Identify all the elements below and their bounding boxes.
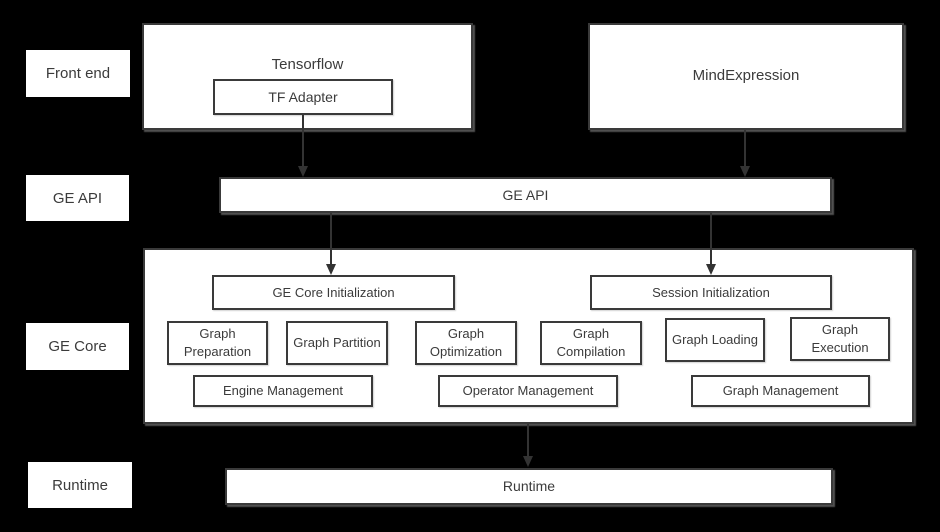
ge-core-box: GE Core Initialization Session Initializ… (143, 248, 914, 424)
graph-compilation-label: Graph Compilation (556, 326, 626, 359)
engine-management-box: Engine Management (193, 375, 373, 407)
graph-partition-box: Graph Partition (286, 321, 388, 365)
operator-management-label: Operator Management (462, 383, 594, 399)
graph-execution-box: Graph Execution (790, 317, 890, 361)
graph-loading-box: Graph Loading (665, 318, 765, 362)
ge-core-initialization-box: GE Core Initialization (212, 275, 455, 310)
graph-compilation-box: Graph Compilation (540, 321, 642, 365)
row-label-ge-api: GE API (26, 175, 129, 221)
runtime-bar: Runtime (225, 468, 833, 505)
row-label-front-end: Front end (26, 50, 130, 97)
arrow-ge-core-to-runtime (522, 424, 533, 467)
mind-expression-box: MindExpression (588, 23, 904, 130)
mind-expression-label: MindExpression (692, 67, 800, 85)
graph-execution-label: Graph Execution (811, 322, 869, 355)
tf-adapter-box: TF Adapter (213, 79, 393, 115)
ge-api-bar-label: GE API (502, 186, 549, 203)
arrow-mind-expression-to-ge-api (739, 130, 750, 177)
ge-api-bar: GE API (219, 177, 832, 213)
row-label-ge-core: GE Core (26, 323, 129, 370)
session-initialization-box: Session Initialization (590, 275, 832, 310)
arrow-ge-api-to-session-initialization (705, 213, 716, 275)
runtime-bar-label: Runtime (502, 478, 556, 495)
session-initialization-label: Session Initialization (652, 284, 770, 300)
graph-partition-label: Graph Partition (293, 335, 381, 351)
ge-core-initialization-label: GE Core Initialization (272, 284, 395, 300)
tensorflow-label: Tensorflow (271, 56, 344, 73)
graph-optimization-box: Graph Optimization (415, 321, 517, 365)
operator-management-box: Operator Management (438, 375, 618, 407)
graph-preparation-box: Graph Preparation (167, 321, 268, 365)
arrow-tf-adapter-to-ge-api (297, 115, 308, 177)
graph-preparation-label: Graph Preparation (183, 326, 252, 359)
tf-adapter-label: TF Adapter (268, 88, 338, 105)
graph-management-label: Graph Management (722, 383, 839, 399)
row-label-runtime: Runtime (28, 462, 132, 508)
graph-management-box: Graph Management (691, 375, 870, 407)
tensorflow-box: Tensorflow TF Adapter (142, 23, 473, 130)
graph-optimization-label: Graph Optimization (429, 326, 503, 359)
graph-loading-label: Graph Loading (671, 332, 758, 348)
arrow-ge-api-to-ge-core-initialization (325, 213, 336, 275)
engine-management-label: Engine Management (223, 383, 343, 399)
